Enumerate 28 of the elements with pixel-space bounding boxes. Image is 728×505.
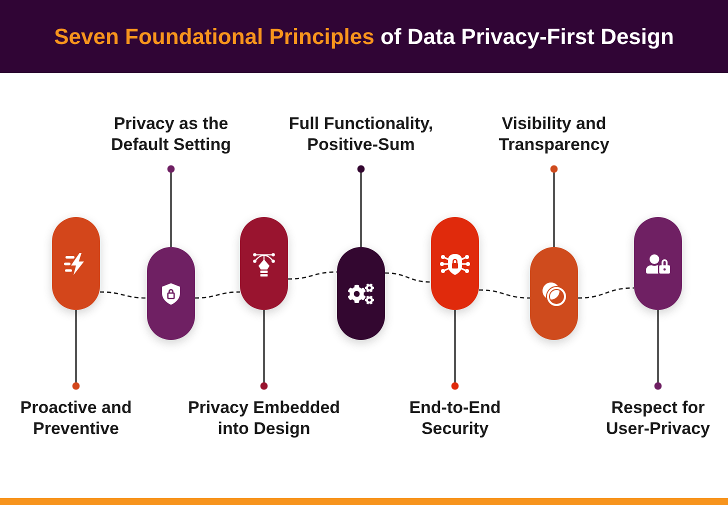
pill-node [431,217,479,310]
title: Seven Foundational Principles of Data Privacy-First Design [54,22,674,50]
principle-label: End-to-End Security [408,397,502,439]
principle-label: Respect for User-Privacy [605,397,711,439]
principle-label: Full Functionality, Positive-Sum [288,113,434,155]
dashed-connector [194,291,240,299]
leader-line [357,165,365,247]
dashed-connector [288,271,338,280]
leader-line [72,310,80,390]
pill-node [52,217,100,310]
pill-node [530,247,578,340]
pill-node [240,217,288,310]
pill-node [634,217,682,310]
leader-line [654,310,662,390]
principle-label: Privacy as the Default Setting [110,113,232,155]
dashed-connector [578,287,634,299]
leader-line [451,310,459,390]
pill-node [337,247,385,340]
leader-line [260,310,268,390]
dashed-connector [384,272,432,283]
leader-line [167,165,175,247]
principle-label: Proactive and Preventive [19,397,133,439]
leader-line [550,165,558,247]
dashed-connector [478,289,530,299]
principle-label: Privacy Embedded into Design [186,397,342,439]
dashed-connector [100,291,148,299]
pill-node [147,247,195,340]
principle-label: Visibility and Transparency [498,113,610,155]
